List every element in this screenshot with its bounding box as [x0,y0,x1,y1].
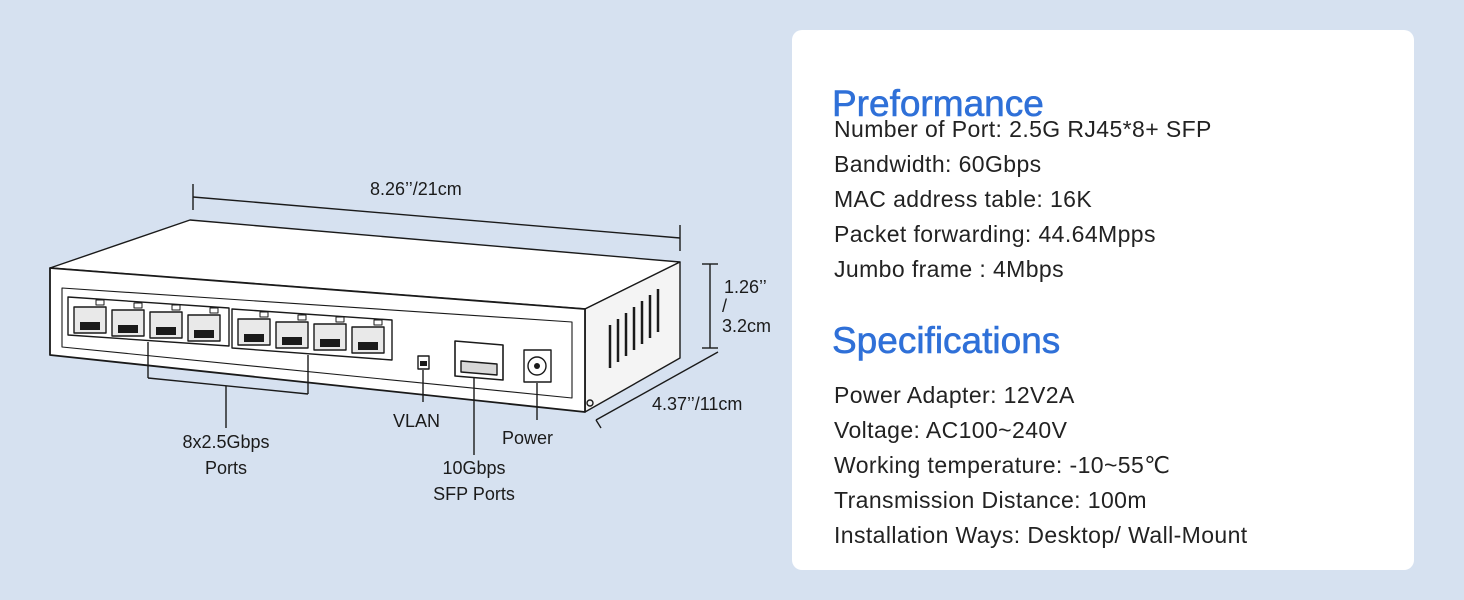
performance-item: MAC address table: 16K [834,186,1093,212]
specifications-item: Installation Ways: Desktop/ Wall-Mount [834,522,1248,548]
specifications-item: Transmission Distance: 100m [834,487,1147,513]
performance-item: Jumbo frame : 4Mbps [834,256,1065,282]
specifications-title: Specifications [832,320,1061,362]
performance-item: Packet forwarding: 44.64Mpps [834,221,1156,247]
width-dimension-label: 8.26’’/21cm [370,179,462,199]
sfp-label-line2: SFP Ports [433,484,515,504]
performance-list: Number of Port: 2.5G RJ45*8+ SFP Bandwid… [834,112,1212,287]
switch-illustration [49,184,719,455]
height-dimension-label-3: 3.2cm [722,316,772,336]
performance-item: Number of Port: 2.5G RJ45*8+ SFP [834,116,1212,142]
performance-item: Bandwidth: 60Gbps [834,151,1042,177]
performance-title: Preformance [832,83,1044,125]
vlan-label: VLAN [393,411,441,431]
ports-label-line1: 8x2.5Gbps [182,432,270,452]
power-label: Power [502,428,554,448]
height-dimension-label-2: / [722,296,728,316]
specifications-item: Working temperature: -10~55℃ [834,452,1171,478]
depth-dimension-label: 4.37’’/11cm [652,394,743,414]
specifications-list: Power Adapter: 12V2A Voltage: AC100~240V… [834,378,1248,553]
sfp-label-line1: 10Gbps [442,458,506,478]
specifications-item: Power Adapter: 12V2A [834,382,1075,408]
switch-dimension-diagram: 8.26’’/21cm 1.26’’ / 3.2cm 4.37’’/11cm 8… [49,179,772,504]
ports-label-line2: Ports [204,458,247,478]
height-dimension-label-1: 1.26’’ [724,277,767,297]
specifications-item: Voltage: AC100~240V [834,417,1068,443]
spec-card: Preformance Number of Port: 2.5G RJ45*8+… [792,30,1414,570]
